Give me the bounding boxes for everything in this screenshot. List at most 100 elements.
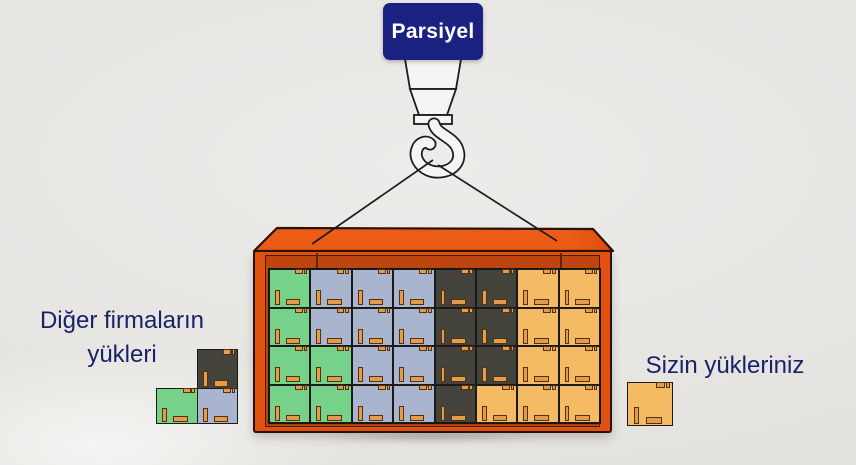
cargo-box-green: [310, 384, 352, 423]
box-label-horizontal: [173, 416, 188, 422]
box-flap-icon: [593, 269, 598, 275]
box-flap-icon: [336, 346, 345, 352]
box-label-horizontal: [492, 299, 508, 306]
container-shadow: [268, 430, 598, 443]
cargo-box-dark: [434, 307, 476, 346]
box-flap-icon: [584, 269, 593, 275]
box-label-horizontal: [534, 376, 549, 383]
container-grid: [268, 268, 601, 424]
box-flap-icon: [469, 307, 473, 313]
box-label-horizontal: [451, 414, 466, 421]
cargo-box-blue: [310, 269, 352, 308]
box-label-vertical: [633, 406, 639, 424]
cargo-box-dark: [434, 346, 476, 385]
cargo-box-dark: [475, 307, 518, 346]
box-label-horizontal: [327, 337, 342, 344]
box-label-vertical: [523, 367, 529, 383]
box-flap-icon: [428, 307, 432, 313]
crane-hook-fill: [411, 119, 464, 177]
box-flap-icon: [584, 307, 593, 313]
box-label-horizontal: [575, 337, 590, 344]
box-flap-icon: [460, 346, 469, 352]
box-flap-icon: [428, 384, 432, 390]
box-flap-icon: [336, 269, 345, 275]
box-flap-icon: [295, 384, 304, 390]
box-label-horizontal: [409, 299, 425, 306]
box-flap-icon: [345, 269, 349, 275]
box-flap-icon: [543, 346, 552, 352]
box-flap-icon: [386, 307, 391, 313]
cargo-box-orange: [558, 269, 600, 308]
your-load-box: [627, 382, 673, 426]
box-label-horizontal: [368, 376, 384, 383]
box-label-horizontal: [575, 376, 590, 383]
box-label-vertical: [564, 405, 570, 421]
box-label-horizontal: [285, 376, 301, 383]
box-flap-icon: [377, 384, 386, 390]
box-label-horizontal: [409, 414, 425, 421]
cargo-box-orange: [627, 382, 673, 426]
box-flap-icon: [469, 269, 473, 275]
cargo-box-blue: [310, 307, 352, 346]
box-flap-icon: [469, 346, 473, 352]
box-flap-icon: [419, 384, 428, 390]
cargo-box-blue: [351, 269, 394, 308]
box-label-vertical: [523, 405, 529, 421]
box-label-horizontal: [327, 414, 342, 421]
cargo-box-blue: [393, 269, 435, 308]
box-flap-icon: [460, 384, 469, 390]
box-flap-icon: [502, 346, 510, 352]
box-flap-icon: [295, 307, 304, 313]
box-flap-icon: [182, 388, 191, 394]
parsiyel-sign: Parsiyel: [383, 3, 483, 60]
box-label-vertical: [440, 328, 446, 344]
crane-shaft: [403, 58, 463, 90]
cargo-box-orange: [475, 384, 518, 423]
box-flap-icon: [460, 307, 469, 313]
box-flap-icon: [656, 382, 665, 389]
box-flap-icon: [510, 384, 515, 390]
box-label-vertical: [357, 405, 363, 421]
cargo-box-dark: [475, 269, 518, 308]
box-flap-icon: [552, 384, 556, 390]
left-group-box-dark: [197, 349, 238, 389]
box-flap-icon: [191, 388, 195, 394]
box-flap-icon: [222, 388, 231, 394]
box-label-vertical: [316, 290, 322, 306]
box-label-vertical: [203, 408, 208, 422]
box-flap-icon: [377, 269, 386, 275]
box-label-vertical: [399, 405, 404, 421]
cargo-box-orange: [517, 346, 559, 385]
cargo-box-blue: [197, 388, 238, 424]
box-label-horizontal: [492, 337, 508, 344]
box-label-vertical: [564, 290, 570, 306]
box-label-vertical: [357, 290, 363, 306]
box-flap-icon: [386, 269, 391, 275]
box-label-horizontal: [285, 337, 301, 344]
lifting-cable-right: [437, 164, 558, 242]
box-label-horizontal: [451, 376, 466, 383]
cargo-box-dark: [475, 346, 518, 385]
box-label-vertical: [162, 408, 167, 422]
box-label-horizontal: [213, 380, 229, 387]
box-flap-icon: [502, 269, 510, 275]
cargo-box-orange: [517, 384, 559, 423]
box-label-horizontal: [368, 337, 384, 344]
box-flap-icon: [295, 346, 304, 352]
cargo-box-dark: [197, 349, 238, 389]
box-label-horizontal: [645, 416, 662, 424]
box-flap-icon: [419, 269, 428, 275]
box-label-horizontal: [451, 337, 466, 344]
box-flap-icon: [593, 307, 598, 313]
box-label-vertical: [481, 328, 487, 344]
box-label-vertical: [564, 328, 570, 344]
cargo-box-blue: [351, 384, 394, 423]
box-flap-icon: [584, 346, 593, 352]
box-label-horizontal: [368, 414, 384, 421]
box-label-horizontal: [285, 414, 301, 421]
cargo-box-green: [269, 346, 311, 385]
box-flap-icon: [593, 346, 598, 352]
box-flap-icon: [469, 384, 473, 390]
cargo-box-dark: [434, 384, 476, 423]
cargo-box-green: [156, 388, 198, 424]
